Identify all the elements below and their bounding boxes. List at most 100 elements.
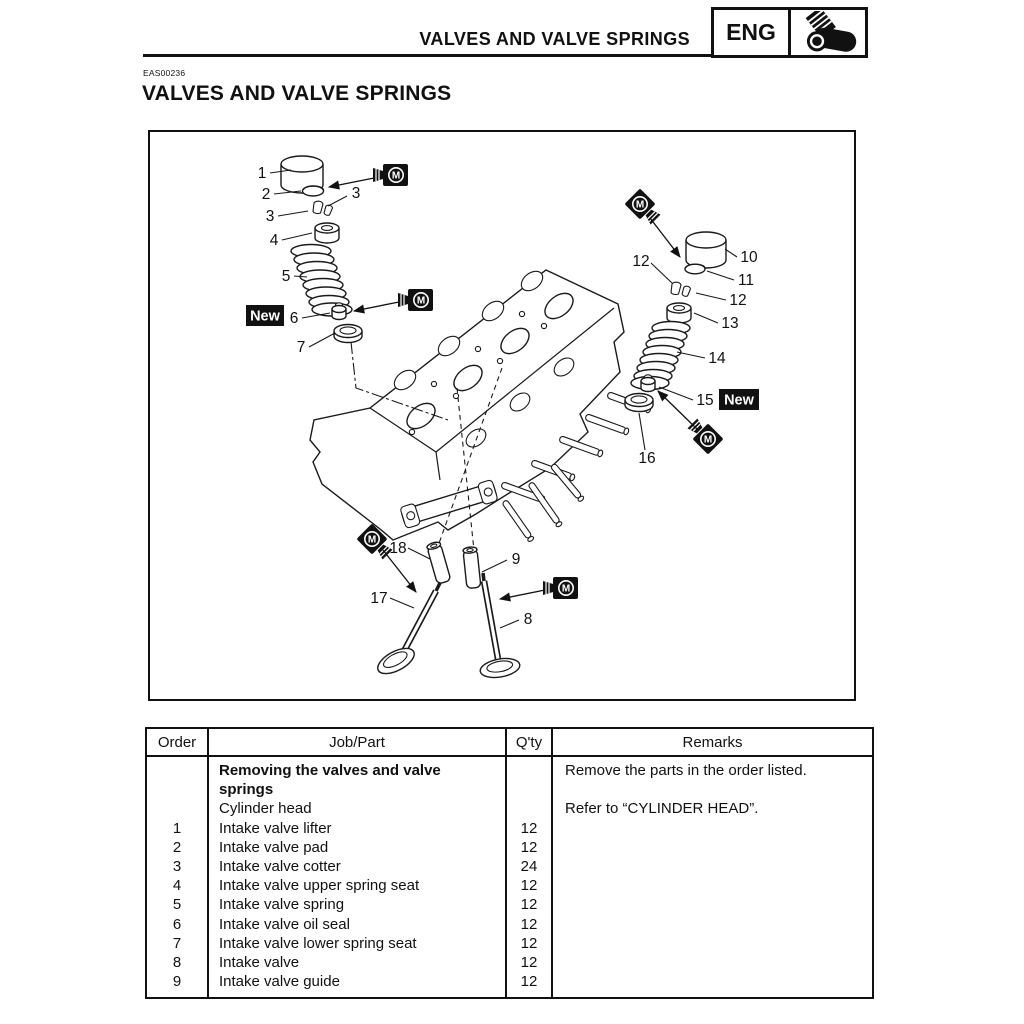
upper-spring-seat-part (314, 222, 340, 244)
eng-tab: ENG (711, 7, 868, 58)
part-name: Intake valve oil seal (219, 915, 350, 933)
new-badge-label: New (250, 309, 281, 325)
col-header-order: Order (147, 729, 209, 755)
valve-guide-part (462, 546, 482, 589)
callout-label: 1 (258, 165, 267, 182)
callout-label: 18 (389, 540, 406, 557)
head-studs (501, 391, 652, 542)
qty-value: 12 (520, 953, 538, 971)
valve-pad-part (684, 263, 706, 275)
col-header-remarks: Remarks (682, 733, 743, 751)
intake-parts-left-stack (280, 155, 363, 344)
order-value: 9 (172, 973, 182, 991)
callout-label: 10 (740, 249, 758, 266)
callout-label: 5 (282, 268, 291, 285)
grease-letter: M (417, 296, 425, 307)
qty-value: 12 (520, 934, 538, 952)
callout-label: 7 (297, 339, 306, 356)
oil-seal-part (331, 302, 347, 321)
grease-icon: M (398, 289, 433, 311)
lower-spring-seat-part (624, 392, 654, 413)
callout-leaders (269, 169, 738, 629)
valves-and-guides (377, 541, 521, 679)
qty-column: 12 12 24 12 12 12 12 12 12 (507, 757, 553, 998)
table-header-row: Order Job/Part Q'ty Remarks (147, 729, 872, 757)
page-title: VALVES AND VALVE SPRINGS (142, 82, 452, 105)
table-body: 1 2 3 4 5 6 7 8 9 Removing the valves an… (147, 757, 872, 998)
callout-label: 14 (708, 350, 726, 367)
part-name: Intake valve spring (219, 896, 345, 914)
intake-valve-part (479, 572, 521, 679)
job-part-column: Removing the valves and valve springs Cy… (209, 757, 507, 998)
part-name: Intake valve pad (219, 838, 329, 856)
qty-value: 12 (520, 838, 538, 856)
qty-value: 12 (520, 915, 538, 933)
callout-label: 8 (524, 611, 533, 628)
part-name: Intake valve guide (219, 973, 340, 991)
exploded-diagram: M M M M M M (246, 155, 759, 679)
order-value: 1 (172, 819, 182, 837)
callout-label: 4 (270, 232, 279, 249)
callout-labels: 1 2 3 3 4 5 6 7 10 12 11 12 13 14 15 16 … (258, 165, 758, 628)
cam-saddles (393, 270, 544, 391)
lower-spring-seat-part (333, 323, 363, 344)
order-value: 6 (172, 915, 182, 933)
qty-value: 12 (520, 973, 538, 991)
order-value: 4 (172, 877, 182, 895)
plug-wells (465, 357, 575, 448)
grease-letter: M (368, 535, 376, 546)
order-value: 7 (172, 934, 182, 952)
callout-label: 17 (370, 590, 387, 607)
order-value: 5 (172, 896, 182, 914)
mounting-rail (400, 479, 498, 529)
order-value: 2 (172, 838, 182, 856)
remark-line: Refer to “CYLINDER HEAD”. (565, 800, 759, 818)
grease-letter: M (392, 171, 400, 182)
valve-guide-part (426, 541, 451, 584)
part-name: Intake valve (219, 953, 300, 971)
callout-label: 2 (262, 186, 271, 203)
col-header-job-part: Job/Part (209, 729, 507, 755)
axis-dashdot-line (350, 341, 449, 421)
callout-label: 6 (290, 310, 299, 327)
grease-letter: M (562, 584, 570, 595)
grease-icon: M (543, 577, 578, 599)
qty-value: 24 (520, 857, 538, 875)
remarks-column: Remove the parts in the order listed. Re… (553, 757, 872, 997)
upper-spring-seat-part (666, 302, 692, 324)
valve-spring-part (630, 320, 691, 391)
new-badge: New (246, 305, 284, 326)
section-code: EAS00236 (143, 68, 186, 78)
grease-arrows (327, 177, 698, 602)
part-name: Intake valve upper spring seat (219, 877, 420, 895)
callout-label: 12 (729, 292, 746, 309)
callout-label: 9 (512, 551, 521, 568)
valve-bores (406, 292, 574, 436)
valve-pad-part (301, 185, 325, 197)
grease-icon: M (625, 189, 661, 225)
grease-letter: M (636, 200, 644, 211)
grease-letter: M (704, 435, 712, 446)
intake-parts-right-stack (624, 231, 727, 413)
grease-icon: M (687, 418, 723, 454)
engine-icon (791, 10, 865, 55)
qty-value: 12 (520, 819, 538, 837)
new-badge: New (719, 389, 759, 410)
col-header-qty: Q'ty (507, 729, 553, 755)
valve-cotter-part (312, 200, 334, 216)
part-name: Intake valve lower spring seat (219, 934, 417, 952)
callout-label: 12 (632, 253, 649, 270)
callout-label: 3 (266, 208, 275, 225)
job-item: Cylinder head (219, 800, 312, 818)
eng-label: ENG (714, 10, 791, 55)
callout-label: 3 (352, 185, 361, 202)
job-heading: Removing the valves and valve springs (219, 762, 441, 799)
part-name: Intake valve cotter (219, 857, 341, 875)
callout-label: 11 (738, 272, 754, 289)
exploded-diagram-frame: M M M M M M (148, 130, 856, 701)
qty-value: 12 (520, 896, 538, 914)
qty-value: 12 (520, 877, 538, 895)
running-header-title: VALVES AND VALVE SPRINGS (419, 29, 690, 49)
oil-seal-part (640, 374, 656, 393)
header-rule (143, 54, 711, 57)
